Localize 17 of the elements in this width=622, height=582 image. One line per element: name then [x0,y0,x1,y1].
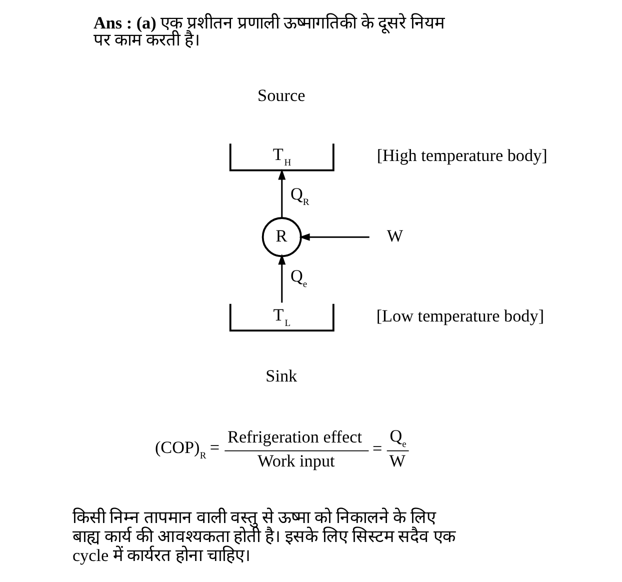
label: Work input [258,451,335,470]
node-label: [High temperature body] [376,146,548,166]
label: Refrigeration effect [228,428,362,447]
edge-label: Q$_{e}$ [290,266,308,290]
node-text: T$_{H}$ [272,145,292,169]
node-label: Sink [266,366,298,386]
node-label: Source [258,86,306,106]
label: W [389,451,406,470]
label: = [372,439,382,458]
edge-label: Q$_{R}$ [290,184,310,208]
label: Q$_{e}$ [390,426,406,450]
node-text: W [386,226,404,246]
label: किसी निम्न तापमान वाली वस्तु से ऊष्मा को निकालने के लिए बाह्य कार्य की आवश्यकता होती है। इसके लिए सिस्टम सदैव एक cycle में कार्यरत होना चाहिए। [72,508,456,565]
node-text: T$_{L}$ [273,305,291,329]
node-label: [Low temperature body] [376,306,544,326]
label: (COP)$_{R}$ = [154,438,220,462]
label: Ans : (a) एक प्रशीतन प्रणाली ऊष्मागतिकी के दूसरे नियम पर काम करती है। [93,14,444,50]
